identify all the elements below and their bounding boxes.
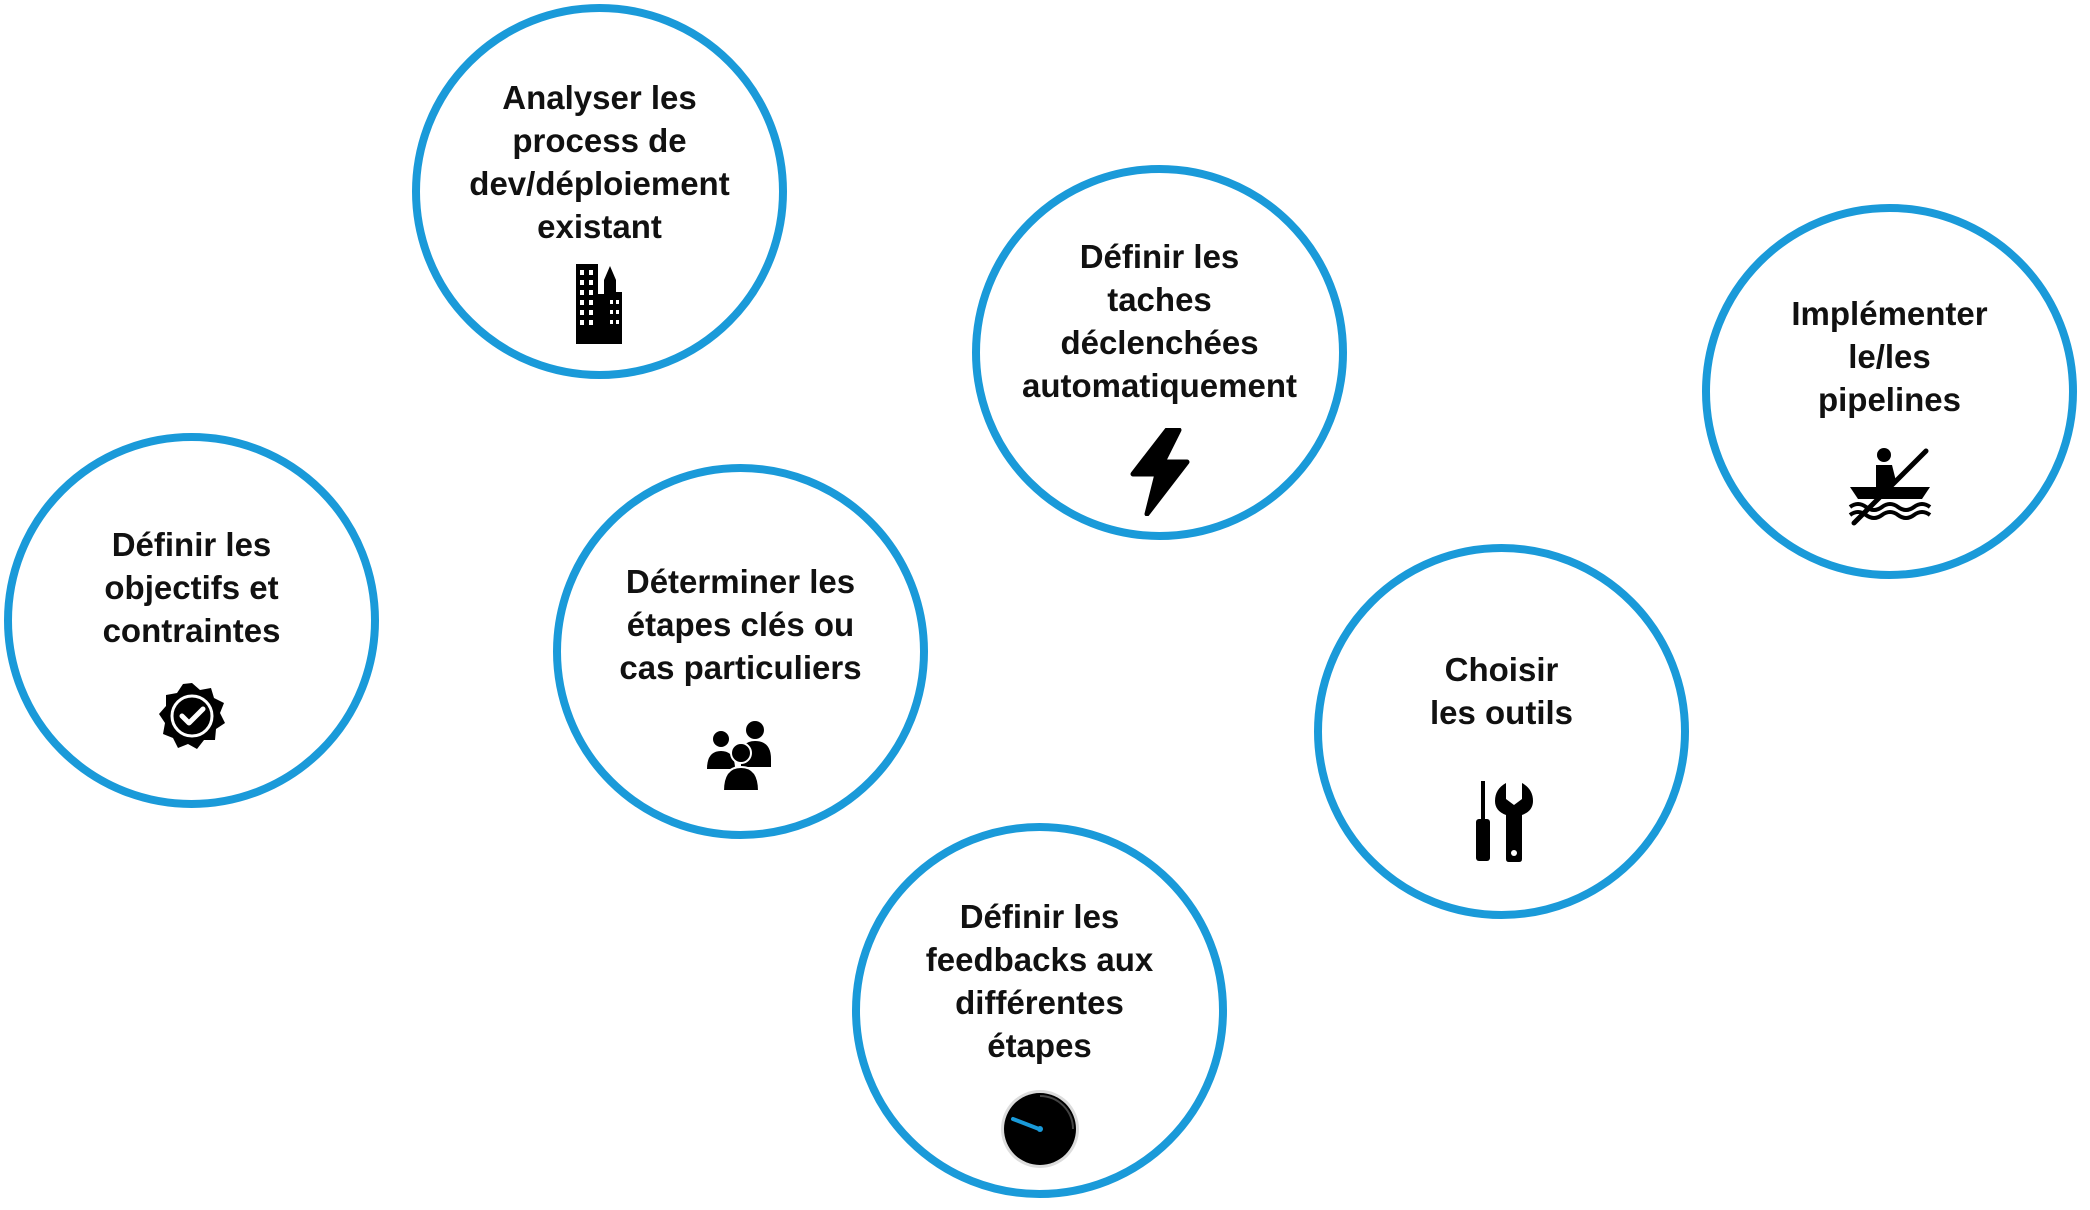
verified-badge-icon — [157, 681, 227, 751]
speedometer-gauge-icon — [999, 1088, 1081, 1170]
city-buildings-icon — [574, 262, 626, 344]
step-label: Analyser les process de dev/déploiement … — [469, 79, 730, 245]
lightning-bolt-icon — [1127, 428, 1193, 516]
step-label: Choisir les outils — [1429, 651, 1574, 731]
step-circle-objectifs: Définir les objectifs et contraintes — [4, 433, 379, 808]
people-group-icon — [705, 719, 777, 791]
step-label: Définir les objectifs et contraintes — [102, 526, 281, 649]
step-circle-etapes: Déterminer les étapes clés ou cas partic… — [553, 464, 928, 839]
step-circle-implementer: Implémenter le/les pipelines — [1702, 204, 2077, 579]
step-label: Déterminer les étapes clés ou cas partic… — [619, 563, 862, 686]
step-circle-feedbacks: Définir les feedbacks aux différentes ét… — [852, 823, 1227, 1198]
step-circle-taches: Définir les taches déclenchées automatiq… — [972, 165, 1347, 540]
step-label: Définir les feedbacks aux différentes ét… — [925, 898, 1154, 1064]
step-circle-analyser: Analyser les process de dev/déploiement … — [412, 4, 787, 379]
step-label: Implémenter le/les pipelines — [1791, 295, 1988, 418]
step-label: Définir les taches déclenchées automatiq… — [1021, 238, 1298, 404]
kayaker-icon — [1848, 445, 1932, 527]
step-circle-outils: Choisir les outils — [1314, 544, 1689, 919]
screwdriver-wrench-icon — [1469, 779, 1535, 863]
